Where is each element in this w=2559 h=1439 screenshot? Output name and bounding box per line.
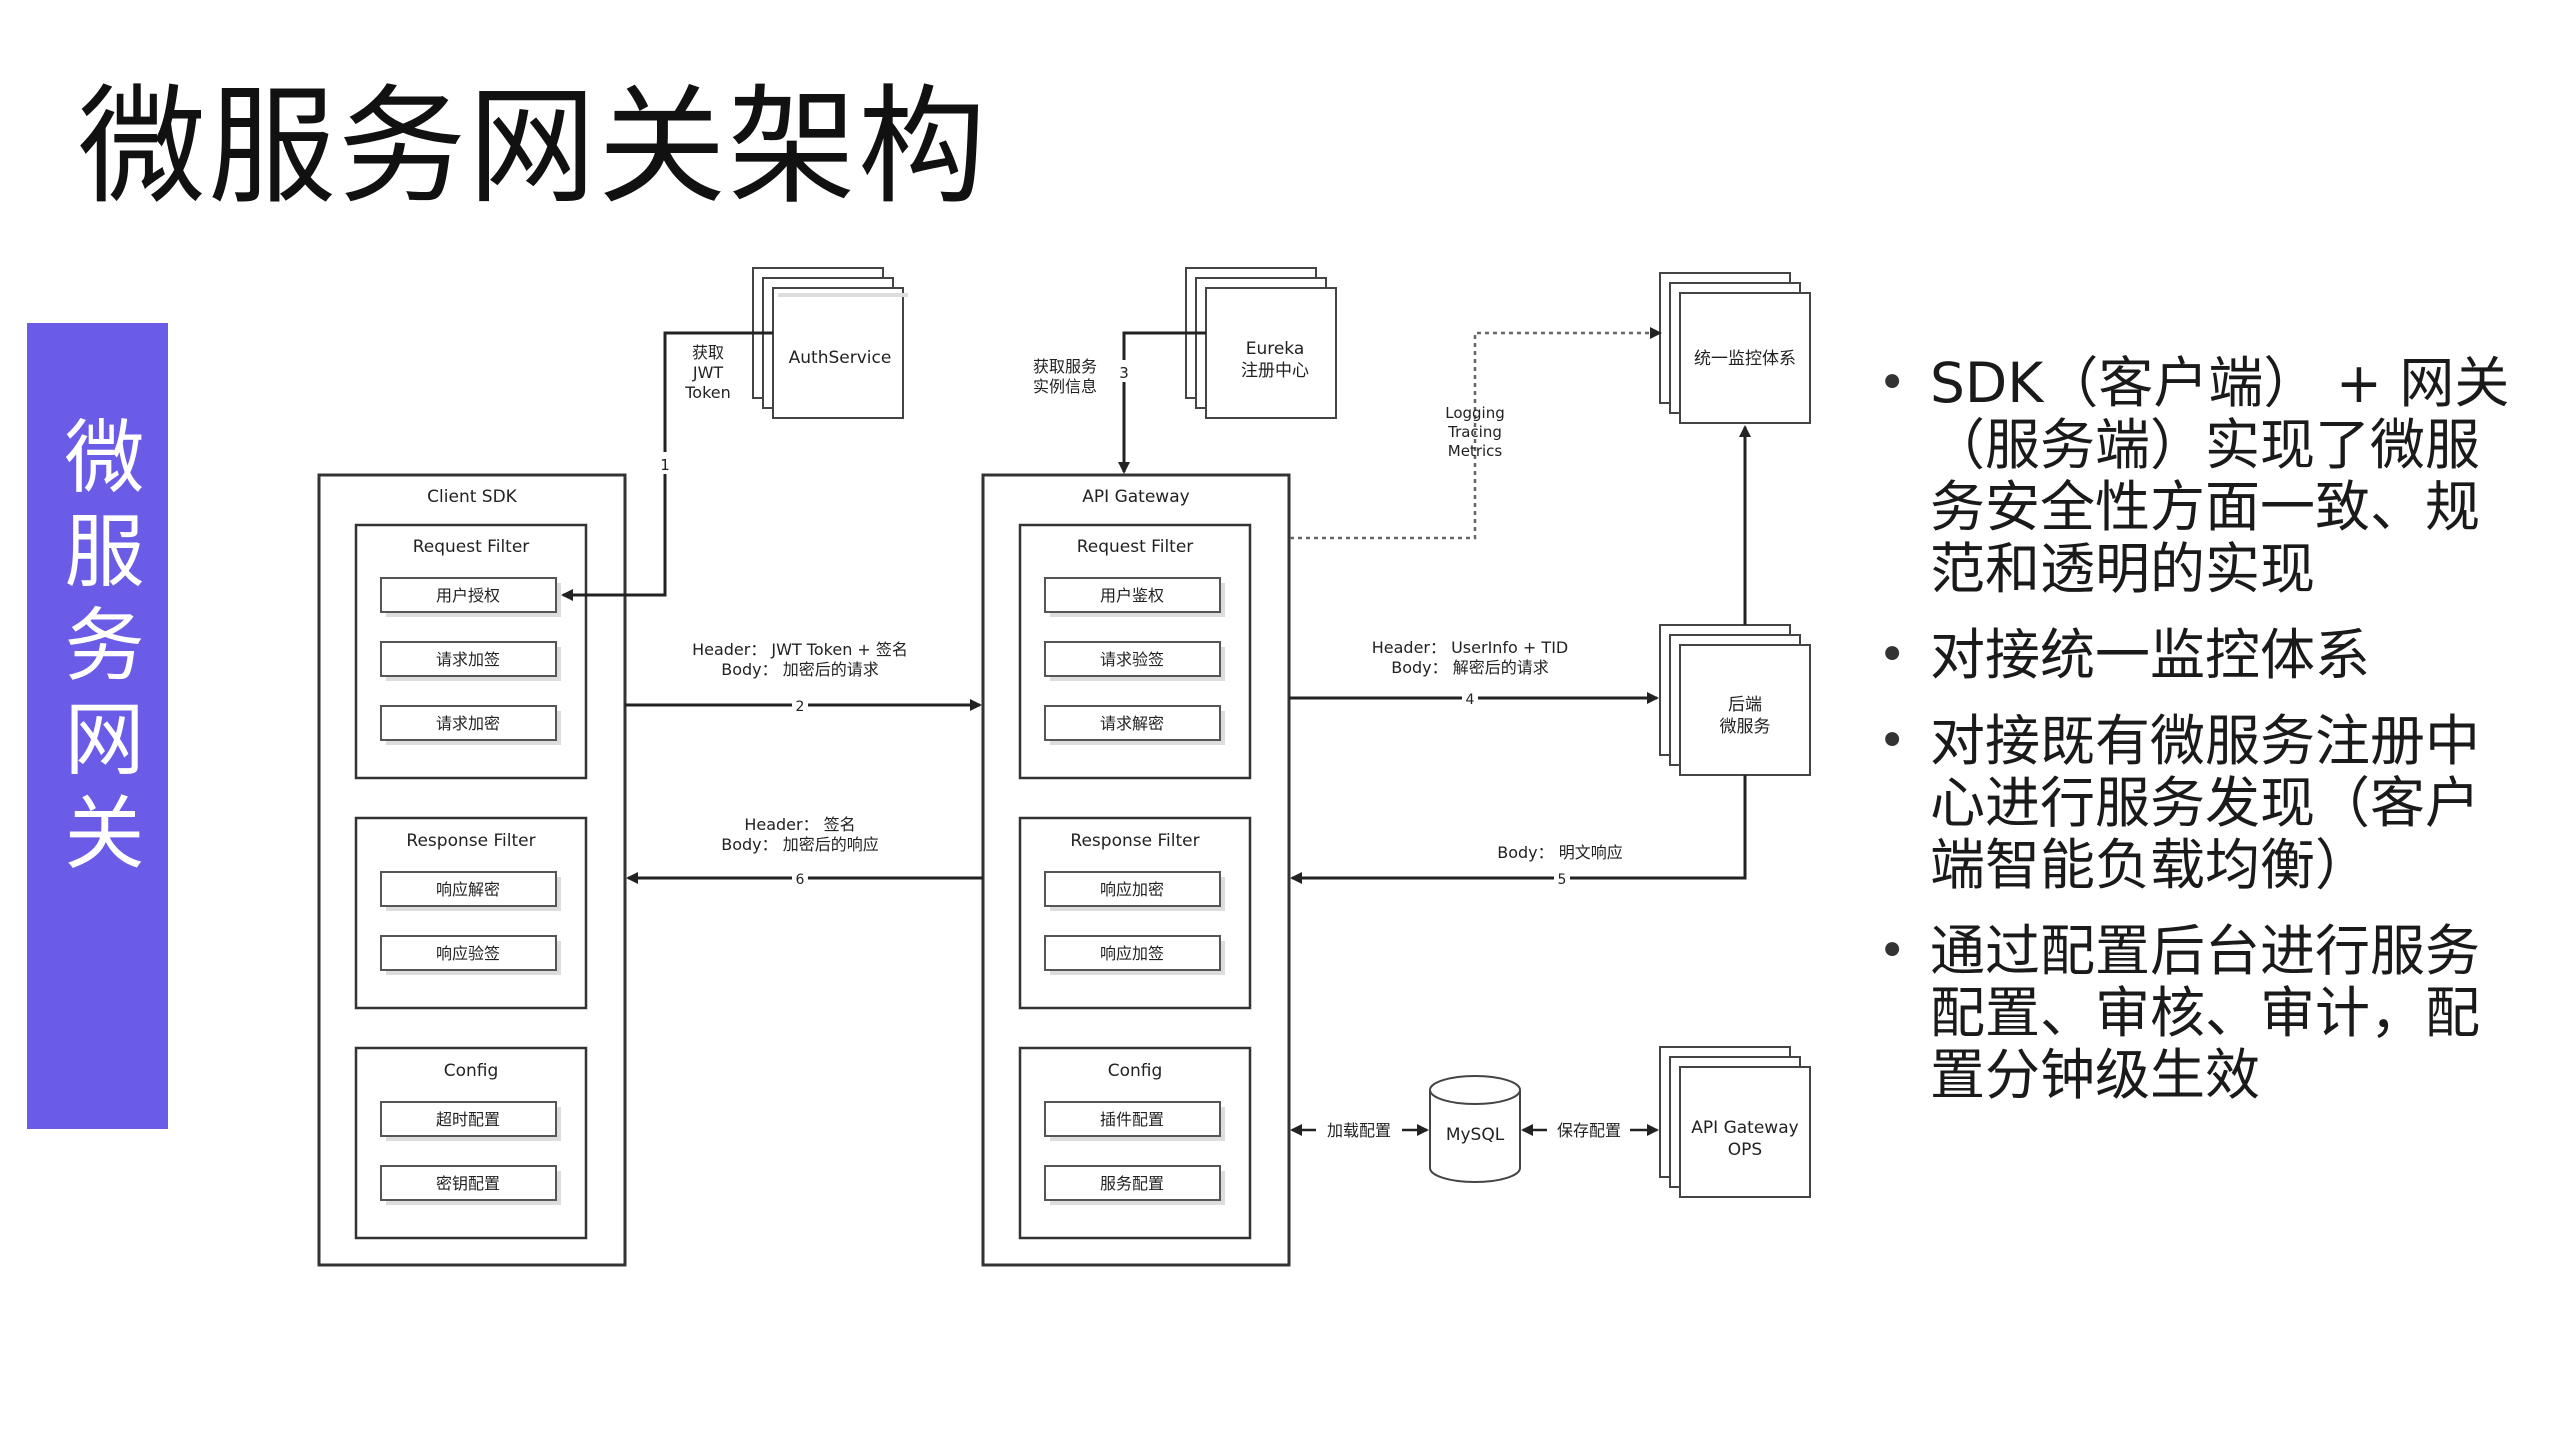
eureka-flow-labels: 获取服务 实例信息 3 [1033,357,1134,396]
label-jwt-1: 获取 [692,343,724,362]
gateway-request-filter-title: Request Filter [1077,537,1194,557]
label-req2-header: Header： JWT Token + 签名 [692,640,908,659]
label-step-6: 6 [796,872,805,888]
gateway-config-title: Config [1108,1061,1163,1081]
request-2-labels: Header： JWT Token + 签名 Body： 加密后的请求 2 [692,640,908,715]
auth-flow-labels: 获取 JWT Token 1 [655,343,731,474]
client-resp-item-1: 响应解密 [436,880,500,899]
label-resp6-body: Body： 加密后的响应 [721,835,878,854]
connector-eureka [1118,331,1206,474]
gateway-request-filter: Request Filter 用户鉴权 请求验签 请求解密 [1018,523,1252,780]
bullet-list: SDK（客户端） + 网关（服务端）实现了微服务安全性方面一致、规范和透明的实现… [1878,352,2528,1130]
gateway-resp-item-1: 响应加密 [1100,880,1164,899]
client-request-filter: Request Filter 用户授权 请求加签 请求加密 [354,523,588,780]
connector-response-5 [1290,775,1747,884]
label-metrics: Metrics [1448,442,1503,460]
backend-label-2: 微服务 [1720,717,1771,737]
auth-service-stack: AuthService [752,267,908,419]
label-logging: Logging [1445,404,1505,422]
client-sdk-title: Client SDK [427,487,518,507]
client-config-item-1: 超时配置 [436,1110,500,1129]
sidebar-label-text: 微服务网关 [51,415,145,885]
eureka-label-1: Eureka [1246,339,1305,359]
section-sidebar-label: 微服务网关 [27,323,168,1129]
client-config: Config 超时配置 密钥配置 [354,1046,588,1240]
label-service-info-1: 获取服务 [1033,357,1097,376]
client-config-title: Config [444,1061,499,1081]
client-req-item-2: 请求加签 [436,650,500,669]
client-request-filter-title: Request Filter [413,537,530,557]
gateway-response-filter: Response Filter 响应加密 响应加签 [1018,816,1252,1010]
gateway-config-item-2: 服务配置 [1100,1174,1164,1193]
label-jwt-3: Token [684,383,731,402]
gateway-response-filter-title: Response Filter [1070,831,1199,851]
label-save-config: 保存配置 [1557,1121,1621,1140]
eureka-stack: Eureka 注册中心 [1185,267,1337,419]
eureka-label-2: 注册中心 [1241,361,1309,381]
label-req4-body: Body： 解密后的请求 [1391,658,1548,677]
label-step-5: 5 [1558,872,1567,888]
gateway-req-item-3: 请求解密 [1100,714,1164,733]
auth-service-label: AuthService [789,348,892,368]
bullet-item: 对接统一监控体系 [1878,624,2528,686]
client-resp-item-2: 响应验签 [436,944,500,963]
gateway-req-item-2: 请求验签 [1100,650,1164,669]
client-response-filter-title: Response Filter [406,831,535,851]
api-gateway-box: API Gateway Request Filter 用户鉴权 请求验签 请求解… [981,473,1291,1267]
monitoring-stack: 统一监控体系 [1659,272,1811,424]
request-4-labels: Header： UserInfo + TID Body： 解密后的请求 4 [1372,638,1569,708]
client-config-item-2: 密钥配置 [436,1174,500,1193]
gateway-config-item-1: 插件配置 [1100,1110,1164,1129]
label-resp5: Body： 明文响应 [1497,843,1622,862]
label-service-info-2: 实例信息 [1033,377,1097,396]
label-step-4: 4 [1466,692,1475,708]
label-step-3: 3 [1119,364,1129,382]
bullet-item: SDK（客户端） + 网关（服务端）实现了微服务安全性方面一致、规范和透明的实现 [1878,352,2528,600]
label-step-2: 2 [796,699,805,715]
backend-label-1: 后端 [1728,695,1762,715]
page-title: 微服务网关架构 [78,73,989,222]
label-req4-header: Header： UserInfo + TID [1372,638,1569,657]
label-tracing: Tracing [1447,423,1502,441]
label-step-1: 1 [660,456,670,474]
architecture-diagram: Client SDK Request Filter 用户授权 请求加签 请求加密… [317,267,1811,1267]
gateway-resp-item-2: 响应加签 [1100,944,1164,963]
mysql-label: MySQL [1446,1125,1505,1145]
label-load-config: 加载配置 [1327,1121,1391,1140]
gateway-req-item-1: 用户鉴权 [1100,586,1164,605]
client-req-item-3: 请求加密 [436,714,500,733]
monitoring-flow-labels: Logging Tracing Metrics [1445,404,1505,460]
connector-monitoring [1290,327,1662,540]
ops-label-1: API Gateway [1691,1118,1798,1138]
gateway-ops-stack: API Gateway OPS [1659,1046,1811,1198]
label-resp6-header: Header： 签名 [744,815,855,834]
bullet-item: 通过配置后台进行服务配置、审核、审计，配置分钟级生效 [1878,920,2528,1106]
backend-service-stack: 后端 微服务 [1659,624,1811,776]
api-gateway-title: API Gateway [1082,487,1189,507]
bullet-item: 对接既有微服务注册中心进行服务发现（客户端智能负载均衡） [1878,710,2528,896]
client-sdk-box: Client SDK Request Filter 用户授权 请求加签 请求加密… [317,473,627,1267]
label-jwt-2: JWT [692,363,724,382]
monitoring-label: 统一监控体系 [1694,349,1796,369]
gateway-config: Config 插件配置 服务配置 [1018,1046,1252,1240]
response-5-labels: Body： 明文响应 5 [1497,843,1623,888]
ops-label-2: OPS [1728,1140,1762,1160]
response-6-labels: Header： 签名 Body： 加密后的响应 6 [721,815,879,888]
mysql-database: MySQL [1429,1075,1521,1183]
label-req2-body: Body： 加密后的请求 [721,660,878,679]
client-response-filter: Response Filter 响应解密 响应验签 [354,816,588,1010]
client-req-item-1: 用户授权 [436,586,500,605]
